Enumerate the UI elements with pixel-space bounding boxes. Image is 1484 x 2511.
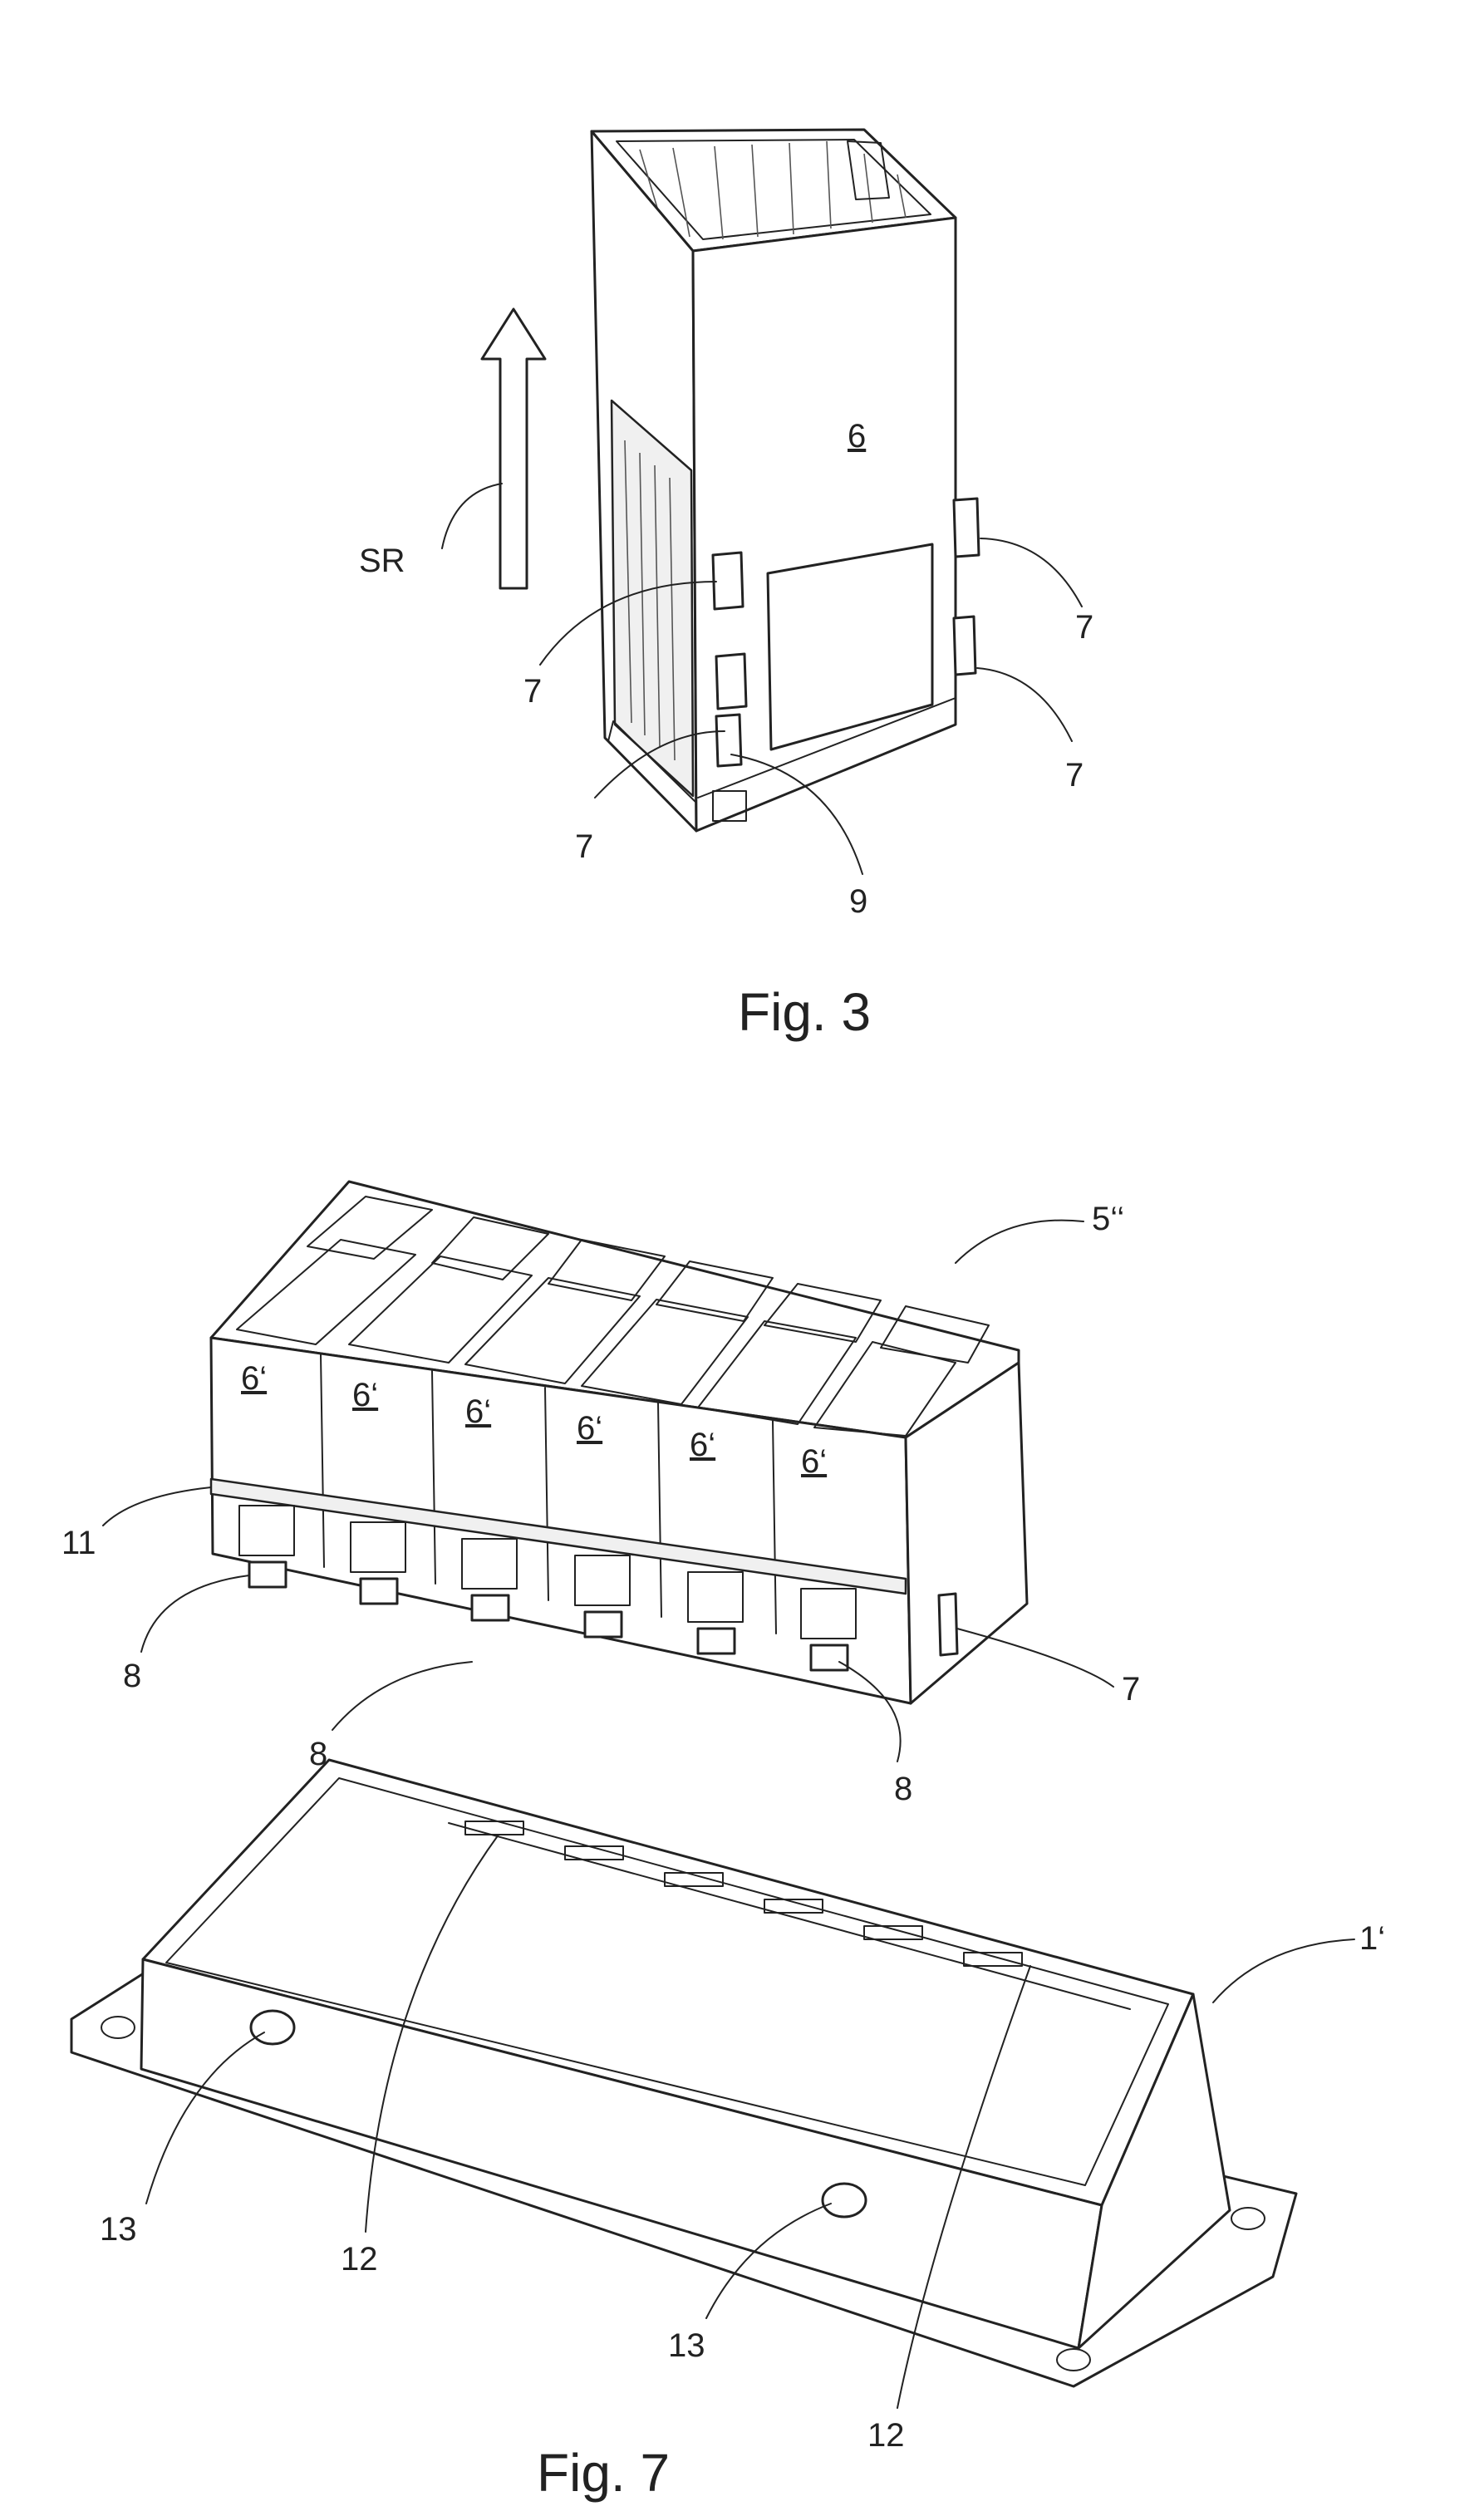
label-catch-b: 8 [309, 1736, 327, 1772]
leader-sr [441, 483, 503, 549]
label-module-3: 6‘ [465, 1393, 491, 1430]
label-module-4: 6‘ [577, 1410, 602, 1447]
label-housing: 6 [848, 418, 866, 455]
label-latch-d: 7 [1065, 757, 1084, 794]
leader-frame [1212, 1939, 1355, 2003]
label-module-2: 6‘ [352, 1377, 378, 1413]
label-frame: 1‘ [1359, 1920, 1385, 1957]
label-groove-b: 12 [867, 2417, 905, 2454]
leader-latch-a [539, 581, 717, 666]
label-rail: 11 [61, 1525, 96, 1561]
leader-latch [956, 1628, 1114, 1688]
figure-7-caption: Fig. 7 [537, 2443, 670, 2503]
label-module-5: 6‘ [690, 1427, 715, 1463]
label-boss-a: 13 [100, 2211, 137, 2248]
figure-3-caption: Fig. 3 [738, 982, 871, 1042]
leader-latch-c [594, 730, 725, 799]
label-assembly: 5‘‘ [1092, 1201, 1124, 1237]
figure-3: 6 SR 7 7 9 7 7 Fig. 3 [359, 128, 1093, 1042]
leader-boss-b [705, 2203, 832, 2319]
figure-7: 6‘ 6‘ 6‘ 6‘ 6‘ 6‘ 5‘‘ 1‘ 11 8 8 8 7 12 1… [61, 1180, 1385, 2503]
leader-catch-b [332, 1661, 473, 1731]
leader-latch-d [976, 667, 1073, 742]
leader-rail [102, 1486, 212, 1526]
label-boss-b: 13 [668, 2327, 705, 2364]
label-latch-c: 7 [575, 828, 593, 865]
label-latch-a: 7 [523, 673, 542, 710]
sr-direction-arrow [480, 307, 547, 590]
label-catch-a: 8 [123, 1658, 141, 1694]
leader-latch-b [980, 538, 1083, 607]
leader-catch-c [838, 1661, 902, 1762]
leader-boss-a [145, 2032, 265, 2204]
label-catch-c: 8 [894, 1771, 912, 1807]
leader-slot [730, 754, 863, 875]
label-groove-a: 12 [341, 2241, 378, 2278]
label-latch-b: 7 [1075, 609, 1093, 646]
base-frame-drawing [70, 1758, 1298, 2388]
module-block-drawing [209, 1180, 1029, 1705]
label-module-1: 6‘ [241, 1360, 267, 1397]
label-slot: 9 [849, 883, 867, 920]
leader-assembly [955, 1219, 1084, 1264]
module-housing-drawing [590, 128, 980, 833]
label-latch: 7 [1122, 1671, 1140, 1708]
leader-groove-b [897, 1965, 1031, 2409]
leader-groove-a [365, 1834, 499, 2233]
label-module-6: 6‘ [801, 1443, 827, 1480]
leader-catch-a [140, 1575, 250, 1653]
label-sr: SR [359, 543, 405, 579]
